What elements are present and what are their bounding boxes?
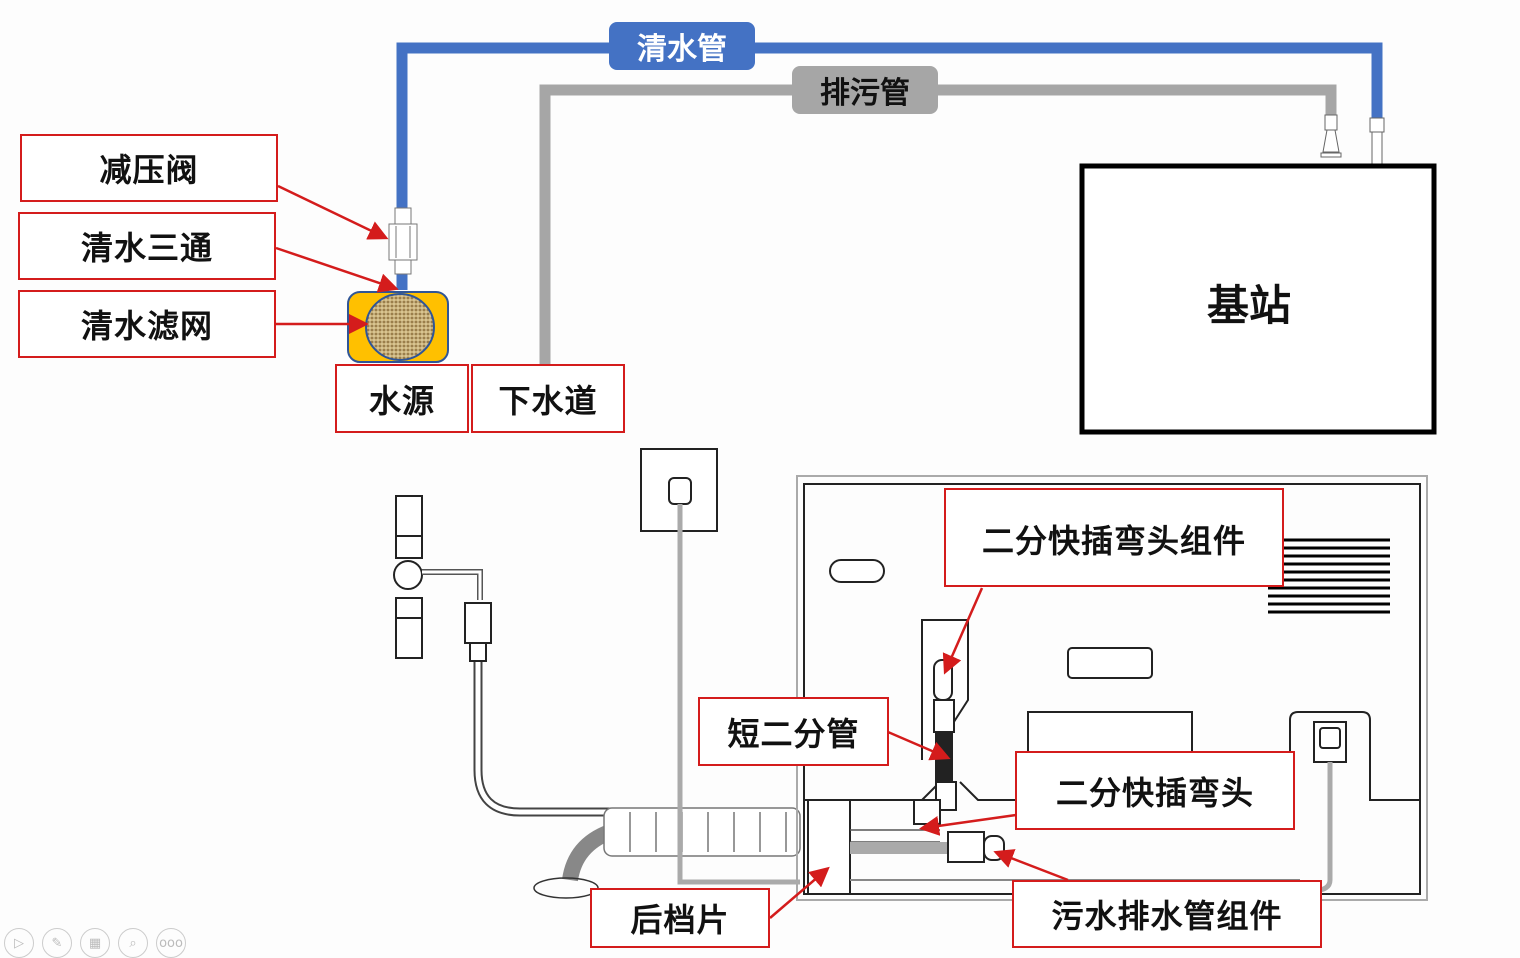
more-icon[interactable]: ooo [156, 928, 186, 958]
label-water-source: 水源 [335, 364, 469, 433]
label-sewer: 下水道 [471, 364, 625, 433]
clean-water-pipe-label: 清水管 [609, 22, 755, 70]
drain-connector-icon [1320, 114, 1342, 158]
presentation-toolbar: ▷ ✎ ▦ ⌕ ooo [4, 928, 186, 958]
label-elbow-assembly: 二分快插弯头组件 [944, 488, 1284, 587]
grid-icon[interactable]: ▦ [80, 928, 110, 958]
callout-arrows [275, 184, 1069, 919]
clean-water-pipe [396, 42, 1383, 290]
label-back-plate: 后档片 [590, 888, 770, 948]
label-drain-assembly: 污水排水管组件 [1012, 880, 1322, 948]
base-station-label: 基站 [1207, 281, 1292, 330]
label-pressure-valve: 减压阀 [20, 134, 278, 202]
play-icon[interactable]: ▷ [4, 928, 34, 958]
water-filter-icon [347, 291, 449, 363]
label-short-pipe: 短二分管 [698, 697, 889, 766]
pressure-valve-icon [388, 207, 418, 275]
clean-connector-icon [1369, 117, 1385, 165]
zoom-icon[interactable]: ⌕ [118, 928, 148, 958]
label-elbow: 二分快插弯头 [1015, 751, 1295, 830]
label-filter: 清水滤网 [18, 290, 276, 358]
label-tee: 清水三通 [18, 212, 276, 280]
drain-pipe [539, 84, 1337, 365]
drain-pipe-label: 排污管 [792, 66, 938, 114]
pen-icon[interactable]: ✎ [42, 928, 72, 958]
base-station-box [1079, 163, 1437, 435]
